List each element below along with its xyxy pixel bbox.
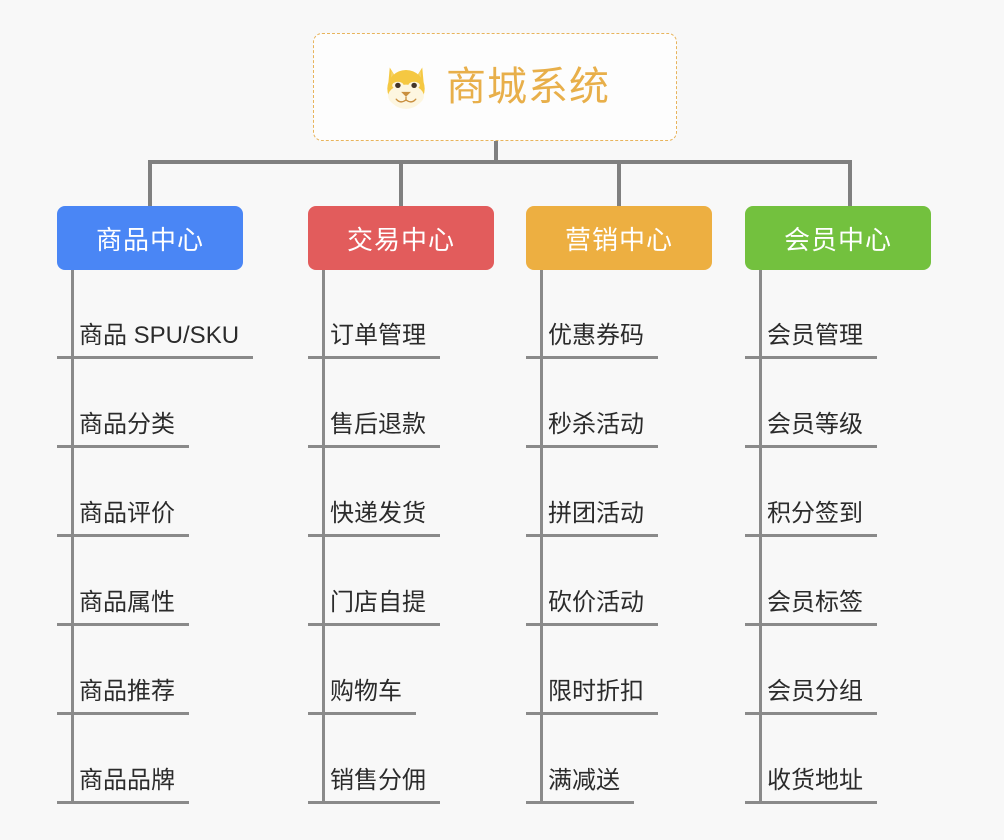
leaf-item[interactable]: 商品分类: [57, 359, 243, 448]
leaf-item-label: 满减送: [526, 767, 634, 804]
connector-branch-stem-4: [848, 160, 852, 206]
category-header[interactable]: 营销中心: [526, 206, 712, 270]
category-header-label: 会员中心: [783, 224, 892, 255]
leaf-item[interactable]: 收货地址: [745, 715, 931, 804]
leaf-item[interactable]: 商品 SPU/SKU: [57, 270, 254, 359]
leaf-item-label: 商品属性: [57, 589, 189, 626]
leaf-item[interactable]: 商品评价: [57, 448, 243, 537]
branch-column: 营销中心优惠券码秒杀活动拼团活动砍价活动限时折扣满减送: [526, 206, 712, 804]
root-title: 商城系统: [446, 65, 610, 109]
leaf-item-label: 会员标签: [745, 589, 877, 626]
leaf-item[interactable]: 订单管理: [308, 270, 494, 359]
leaf-item[interactable]: 会员管理: [745, 270, 931, 359]
connector-branch-stem-2: [399, 160, 403, 206]
leaf-item-label: 商品品牌: [57, 767, 189, 804]
leaf-item[interactable]: 快递发货: [308, 448, 494, 537]
connector-horizontal-bus: [148, 160, 852, 164]
category-header[interactable]: 商品中心: [57, 206, 243, 270]
leaf-item-label: 收货地址: [745, 767, 877, 804]
leaf-item[interactable]: 购物车: [308, 626, 494, 715]
shiba-dog-emoji: [380, 61, 432, 113]
branch-rail: [540, 270, 543, 804]
leaf-item-label: 销售分佣: [308, 767, 440, 804]
connector-root-stem: [494, 141, 498, 163]
leaf-item[interactable]: 优惠券码: [526, 270, 712, 359]
leaf-item-label: 售后退款: [308, 411, 440, 448]
leaf-item[interactable]: 会员标签: [745, 537, 931, 626]
leaf-item-label: 订单管理: [308, 322, 440, 359]
leaf-item-label: 秒杀活动: [526, 411, 658, 448]
root-node[interactable]: 商城系统: [313, 33, 677, 141]
category-header[interactable]: 交易中心: [308, 206, 494, 270]
leaf-item[interactable]: 限时折扣: [526, 626, 712, 715]
leaf-item-label: 快递发货: [308, 500, 440, 537]
leaf-item[interactable]: 售后退款: [308, 359, 494, 448]
leaf-item-label: 会员管理: [745, 322, 877, 359]
branch-rail: [759, 270, 762, 804]
leaf-item-label: 积分签到: [745, 500, 877, 537]
leaf-item-label: 会员分组: [745, 678, 877, 715]
branch-column: 交易中心订单管理售后退款快递发货门店自提购物车销售分佣: [308, 206, 494, 804]
leaf-item-label: 购物车: [308, 678, 416, 715]
leaf-item-label: 商品分类: [57, 411, 189, 448]
leaf-item[interactable]: 积分签到: [745, 448, 931, 537]
branch-column: 商品中心商品 SPU/SKU 商品分类商品评价商品属性商品推荐商品品牌: [57, 206, 254, 804]
leaf-list: 会员管理会员等级积分签到会员标签会员分组收货地址: [745, 270, 931, 804]
leaf-item-label: 会员等级: [745, 411, 877, 448]
leaf-list: 优惠券码秒杀活动拼团活动砍价活动限时折扣满减送: [526, 270, 712, 804]
connector-branch-stem-3: [617, 160, 621, 206]
leaf-item[interactable]: 砍价活动: [526, 537, 712, 626]
leaf-item[interactable]: 商品品牌: [57, 715, 243, 804]
leaf-item-label: 商品推荐: [57, 678, 189, 715]
leaf-item[interactable]: 秒杀活动: [526, 359, 712, 448]
branch-rail: [322, 270, 325, 804]
connector-branch-stem-1: [148, 160, 152, 206]
leaf-item[interactable]: 销售分佣: [308, 715, 494, 804]
branch-rail: [71, 270, 74, 804]
leaf-item[interactable]: 会员分组: [745, 626, 931, 715]
leaf-item-label: 限时折扣: [526, 678, 658, 715]
category-header-label: 营销中心: [564, 224, 673, 255]
category-header-label: 交易中心: [346, 224, 455, 255]
leaf-item[interactable]: 门店自提: [308, 537, 494, 626]
leaf-item-label: 商品评价: [57, 500, 189, 537]
leaf-item[interactable]: 商品属性: [57, 537, 243, 626]
leaf-list: 商品 SPU/SKU 商品分类商品评价商品属性商品推荐商品品牌: [57, 270, 254, 804]
leaf-item-label: 商品 SPU/SKU: [57, 322, 254, 359]
branch-column: 会员中心会员管理会员等级积分签到会员标签会员分组收货地址: [745, 206, 931, 804]
leaf-item-label: 门店自提: [308, 589, 440, 626]
category-header-label: 商品中心: [95, 224, 204, 255]
leaf-item[interactable]: 拼团活动: [526, 448, 712, 537]
leaf-item[interactable]: 会员等级: [745, 359, 931, 448]
leaf-list: 订单管理售后退款快递发货门店自提购物车销售分佣: [308, 270, 494, 804]
leaf-item[interactable]: 商品推荐: [57, 626, 243, 715]
leaf-item-label: 拼团活动: [526, 500, 658, 537]
category-header[interactable]: 会员中心: [745, 206, 931, 270]
leaf-item-label: 优惠券码: [526, 322, 658, 359]
leaf-item-label: 砍价活动: [526, 589, 658, 626]
leaf-item[interactable]: 满减送: [526, 715, 712, 804]
